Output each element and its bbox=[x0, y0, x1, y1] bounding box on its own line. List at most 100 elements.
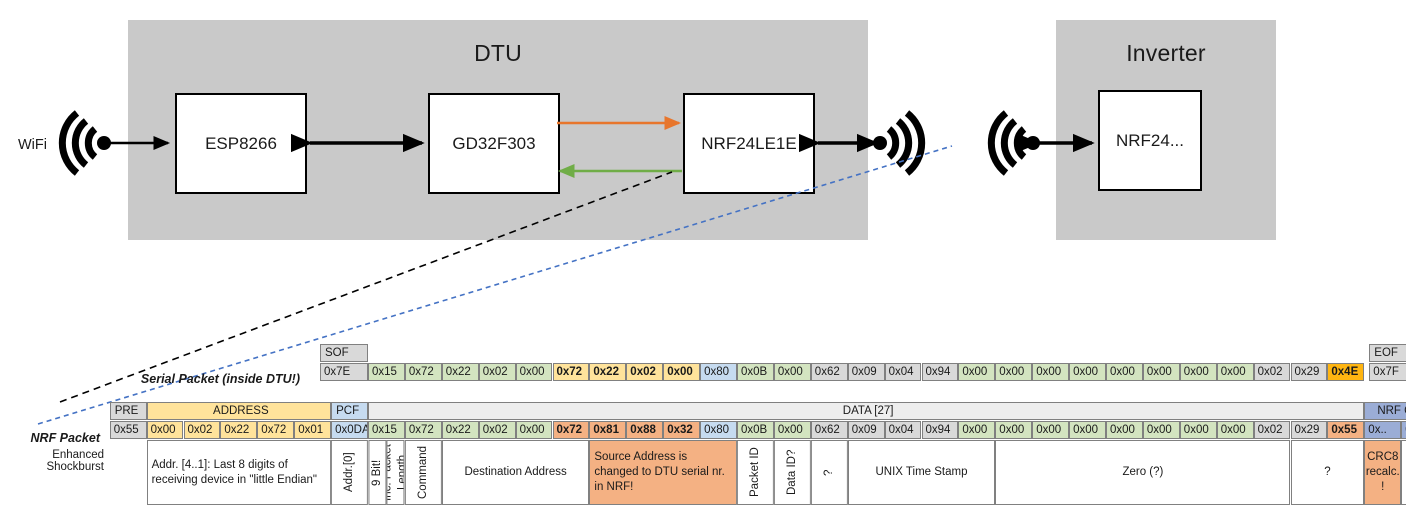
nrf-byte-25: 0x00 bbox=[1032, 421, 1070, 439]
serial-byte-14: 0x04 bbox=[884, 363, 922, 381]
nrf-byte-15: 0x32 bbox=[663, 421, 701, 439]
nrf-header-4: NRF CRC bbox=[1364, 402, 1406, 420]
serial-byte-6: 0x22 bbox=[589, 363, 627, 381]
inverter-enclosure: Inverter bbox=[1056, 20, 1276, 240]
nrf-byte-18: 0x00 bbox=[773, 421, 811, 439]
nrf-byte-11: 0x00 bbox=[515, 421, 553, 439]
nrf-byte-1: 0x00 bbox=[146, 421, 184, 439]
serial-byte-3: 0x02 bbox=[478, 363, 516, 381]
serial-byte-1: 0x72 bbox=[404, 363, 442, 381]
serial-byte-22: 0x00 bbox=[1179, 363, 1217, 381]
nrf-byte-2: 0x02 bbox=[183, 421, 221, 439]
serial-byte-2: 0x22 bbox=[441, 363, 479, 381]
nrf-byte-19: 0x62 bbox=[810, 421, 848, 439]
serial-byte-0: 0x15 bbox=[368, 363, 405, 381]
nrf-desc-14: Generated automatically. Dont Care! bbox=[1401, 440, 1406, 505]
serial-byte-18: 0x00 bbox=[1032, 363, 1070, 381]
radio-antenna-inverter-icon bbox=[987, 110, 1040, 176]
serial-byte-7: 0x02 bbox=[626, 363, 664, 381]
nrf-byte-21: 0x04 bbox=[884, 421, 922, 439]
nrf-desc-11: Zero (?) bbox=[995, 440, 1291, 505]
inverter-title: Inverter bbox=[1126, 40, 1206, 66]
dtu-title: DTU bbox=[474, 40, 522, 66]
nrf-byte-12: 0x72 bbox=[552, 421, 590, 439]
serial-eof-value: 0x7F bbox=[1369, 363, 1406, 381]
serial-eof-header: EOF bbox=[1369, 344, 1406, 362]
serial-byte-16: 0x00 bbox=[958, 363, 996, 381]
nrf-header-1: ADDRESS bbox=[146, 402, 332, 420]
serial-sof-header: SOF bbox=[320, 344, 368, 362]
chip-esp8266: ESP8266 bbox=[175, 93, 307, 194]
serial-byte-17: 0x00 bbox=[995, 363, 1033, 381]
serial-byte-20: 0x00 bbox=[1106, 363, 1143, 381]
nrf-desc-13: CRC8 recalc. ! bbox=[1364, 440, 1402, 505]
serial-byte-19: 0x00 bbox=[1069, 363, 1106, 381]
nrf-byte-32: 0x29 bbox=[1290, 421, 1328, 439]
nrf-header-3: DATA [27] bbox=[368, 402, 1365, 420]
nrf-byte-5: 0x01 bbox=[294, 421, 332, 439]
block-diagram: DTU Inverter WiFi ESP8266 GD32F303 NRF24… bbox=[18, 20, 1276, 240]
nrf-desc-9: ? bbox=[810, 440, 848, 505]
serial-byte-9: 0x80 bbox=[700, 363, 737, 381]
nrf-header-2: PCF bbox=[331, 402, 368, 420]
nrf-byte-28: 0x00 bbox=[1142, 421, 1180, 439]
nrf-desc-8: Data ID? bbox=[773, 440, 811, 505]
serial-byte-15: 0x94 bbox=[921, 363, 959, 381]
nrf-byte-4: 0x72 bbox=[257, 421, 295, 439]
nrf-byte-16: 0x80 bbox=[700, 421, 737, 439]
serial-byte-23: 0x00 bbox=[1216, 363, 1254, 381]
wifi-antenna-icon bbox=[58, 110, 111, 176]
nrf-byte-8: 0x72 bbox=[404, 421, 442, 439]
serial-byte-13: 0x09 bbox=[847, 363, 885, 381]
serial-byte-25: 0x29 bbox=[1290, 363, 1328, 381]
serial-byte-5: 0x72 bbox=[552, 363, 590, 381]
nrf-byte-35: 0x.. bbox=[1401, 421, 1406, 439]
serial-byte-10: 0x0B bbox=[737, 363, 774, 381]
nrf-byte-29: 0x00 bbox=[1179, 421, 1217, 439]
nrf-desc-3: Inc. Packet Length bbox=[386, 440, 405, 505]
nrf-byte-13: 0x81 bbox=[589, 421, 627, 439]
nrf-byte-17: 0x0B bbox=[737, 421, 774, 439]
nrf-byte-7: 0x15 bbox=[368, 421, 405, 439]
nrf-byte-24: 0x00 bbox=[995, 421, 1033, 439]
serial-packet-label: Serial Packet (inside DTU!) bbox=[140, 372, 300, 386]
nrf-byte-9: 0x22 bbox=[441, 421, 479, 439]
nrf-desc-12: ? bbox=[1290, 440, 1365, 505]
chip-nrf24-inverter: NRF24... bbox=[1098, 90, 1202, 191]
nrf-desc-5: Destination Address bbox=[441, 440, 590, 505]
nrf-desc-2: 9 Bit! bbox=[368, 440, 387, 505]
nrf-byte-27: 0x00 bbox=[1106, 421, 1143, 439]
nrf-byte-3: 0x22 bbox=[220, 421, 258, 439]
nrf-desc-7: Packet ID bbox=[737, 440, 774, 505]
serial-sof-value: 0x7E bbox=[320, 363, 368, 381]
nrf-byte-22: 0x94 bbox=[921, 421, 959, 439]
nrf-byte-30: 0x00 bbox=[1216, 421, 1254, 439]
wifi-label: WiFi bbox=[18, 137, 47, 153]
nrf-header-0: PRE bbox=[109, 402, 147, 420]
nrf-byte-20: 0x09 bbox=[847, 421, 885, 439]
chip-nrf24le1e: NRF24LE1E bbox=[683, 93, 815, 194]
serial-byte-21: 0x00 bbox=[1142, 363, 1180, 381]
nrf-desc-6: Source Address is changed to DTU serial … bbox=[589, 440, 737, 505]
nrf-byte-34: 0x.. bbox=[1364, 421, 1402, 439]
serial-byte-12: 0x62 bbox=[810, 363, 848, 381]
packet-tables: Serial Packet (inside DTU!) NRF Packet E… bbox=[0, 262, 1406, 523]
nrf-byte-6: 0x0DA bbox=[331, 421, 368, 439]
serial-byte-4: 0x00 bbox=[515, 363, 553, 381]
nrf-desc-1: Addr.[0] bbox=[331, 440, 368, 505]
nrf-desc-0: Addr. [4..1]: Last 8 digits of receiving… bbox=[146, 440, 332, 505]
chip-gd32f303: GD32F303 bbox=[428, 93, 560, 194]
nrf-packet-label: NRF Packet bbox=[30, 431, 100, 445]
radio-antenna-dtu-icon bbox=[873, 110, 926, 176]
nrf-byte-31: 0x02 bbox=[1253, 421, 1291, 439]
serial-byte-24: 0x02 bbox=[1253, 363, 1291, 381]
nrf-byte-33: 0x55 bbox=[1327, 421, 1365, 439]
serial-byte-8: 0x00 bbox=[663, 363, 701, 381]
nrf-desc-4: Command bbox=[404, 440, 442, 505]
nrf-byte-26: 0x00 bbox=[1069, 421, 1106, 439]
nrf-desc-10: UNIX Time Stamp bbox=[847, 440, 996, 505]
nrf-byte-23: 0x00 bbox=[958, 421, 996, 439]
nrf-byte-0: 0x55 bbox=[109, 421, 147, 439]
serial-byte-11: 0x00 bbox=[773, 363, 811, 381]
serial-byte-26: 0x4E bbox=[1327, 363, 1365, 381]
